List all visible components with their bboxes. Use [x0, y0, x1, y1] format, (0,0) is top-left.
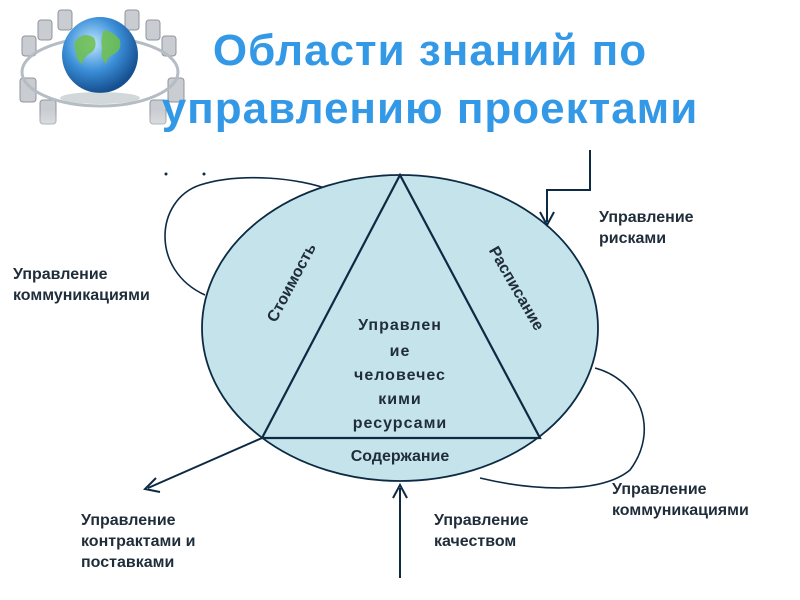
knowledge-triangle: [260, 172, 542, 440]
center-line-5: ресурсами: [353, 415, 447, 432]
comm-left-line-2: коммуникациями: [13, 287, 150, 304]
risk-label-line-2: рисками: [599, 230, 667, 247]
communication-management-label-right: Управление коммуникациями: [612, 479, 749, 521]
risk-arrow: [546, 150, 591, 222]
contracts-line-3: поставками: [81, 554, 175, 571]
contracts-line-1: Управление: [81, 512, 176, 529]
slide-title-line-1: Области знаний по: [212, 26, 648, 75]
communication-management-label-left: Управление коммуникациями: [13, 264, 150, 306]
risk-arrowhead: [539, 211, 555, 228]
quality-line-1: Управление: [434, 512, 529, 529]
slide-title-line-2: управлению проектами: [161, 84, 699, 133]
contracts-management-label: Управление контрактами и поставками: [81, 510, 195, 573]
comm-right-line-1: Управление: [612, 481, 707, 498]
center-line-2: ие: [390, 343, 411, 360]
center-line-3: человечес: [354, 367, 446, 384]
contracts-arrow: [147, 437, 263, 489]
risk-management-label: Управление рисками: [599, 207, 694, 249]
loop-left: [164, 176, 331, 296]
loop-right: [479, 367, 646, 489]
risk-label-line-1: Управление: [599, 209, 694, 226]
triangle-center-label: Управлен ие человечес кими ресурсами: [353, 317, 447, 432]
quality-arrowhead: [392, 482, 408, 499]
quality-management-label: Управление качеством: [434, 510, 529, 552]
quality-line-2: качеством: [434, 533, 517, 550]
center-line-4: кими: [378, 391, 422, 408]
slide-title: Области знаний по управлению проектами: [60, 22, 800, 138]
globe-meeting-icon: [0, 9, 205, 155]
center-line-1: Управлен: [358, 317, 442, 334]
contracts-arrowhead: [142, 477, 161, 493]
contracts-line-2: контрактами и: [81, 533, 196, 550]
comm-left-line-1: Управление: [13, 266, 108, 283]
triangle-base-label: Содержание: [351, 448, 450, 465]
comm-right-line-2: коммуникациями: [612, 502, 749, 519]
